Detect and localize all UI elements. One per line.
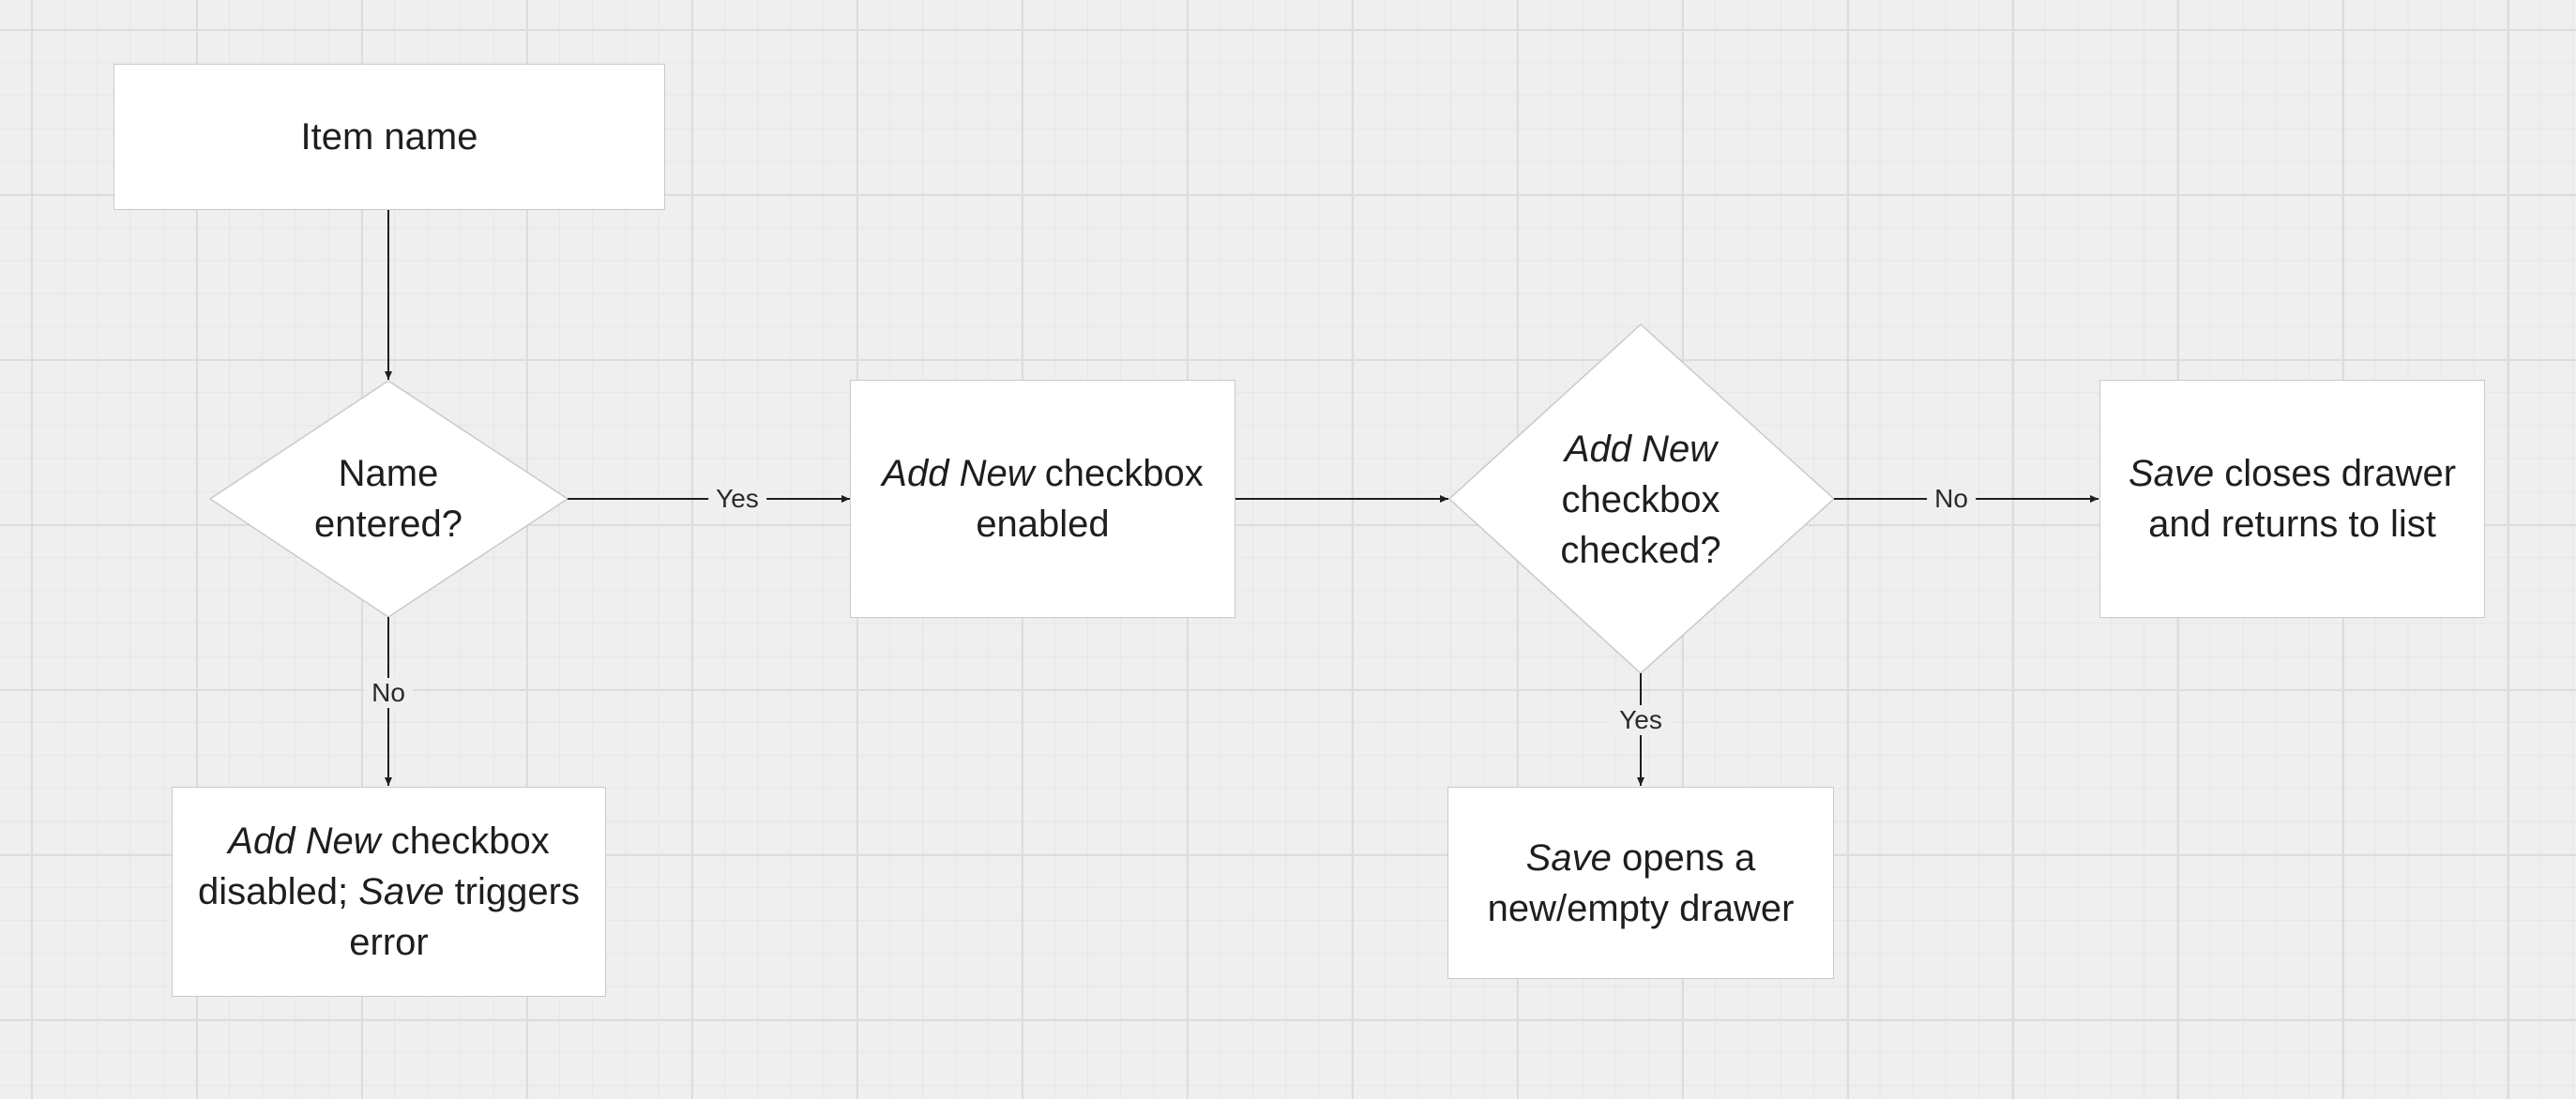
node-add-new-disabled-text1: checkbox disabled;: [198, 820, 550, 912]
node-save-closes-em: Save: [2128, 453, 2215, 494]
node-add-new-disabled-text2: triggers error: [349, 871, 580, 963]
node-save-opens[interactable]: Save opens a new/empty drawer: [1447, 787, 1834, 979]
node-save-closes-rest: closes drawer and returns to list: [2148, 453, 2457, 545]
node-name-entered[interactable]: Name entered?: [285, 441, 492, 557]
node-add-new-enabled-text: Add New checkbox enabled: [864, 448, 1221, 550]
node-add-new-disabled[interactable]: Add New checkbox disabled; Save triggers…: [172, 787, 606, 997]
node-add-new-enabled-em: Add New: [882, 453, 1035, 494]
node-add-new-disabled-text: Add New checkbox disabled; Save triggers…: [186, 816, 592, 968]
edge-label-checked-no: No: [1927, 484, 1976, 514]
node-item-name-text: Item name: [300, 116, 478, 158]
edge-label-name-yes: Yes: [708, 484, 766, 514]
node-add-new-disabled-em1: Add New: [228, 820, 381, 862]
node-add-new-checked[interactable]: Add New checkbox checked?: [1533, 420, 1749, 580]
node-add-new-checked-em: Add New: [1564, 429, 1718, 470]
node-save-opens-em: Save: [1525, 836, 1612, 879]
node-add-new-checked-text: Add New checkbox checked?: [1533, 424, 1749, 576]
node-save-closes[interactable]: Save closes drawer and returns to list: [2099, 380, 2485, 618]
node-save-closes-text: Save closes drawer and returns to list: [2114, 448, 2471, 550]
edge-label-checked-yes: Yes: [1612, 705, 1670, 735]
node-save-opens-rest: opens a new/empty drawer: [1487, 836, 1795, 929]
node-add-new-enabled-rest: checkbox enabled: [976, 453, 1204, 545]
node-save-opens-text: Save opens a new/empty drawer: [1462, 833, 1820, 934]
node-add-new-disabled-em2: Save: [358, 871, 445, 912]
node-item-name[interactable]: Item name: [114, 64, 665, 210]
node-add-new-checked-rest: checkbox checked?: [1560, 479, 1721, 571]
node-add-new-enabled[interactable]: Add New checkbox enabled: [850, 380, 1235, 618]
edge-label-name-no: No: [364, 678, 413, 708]
node-name-entered-text: Name entered?: [314, 453, 462, 545]
